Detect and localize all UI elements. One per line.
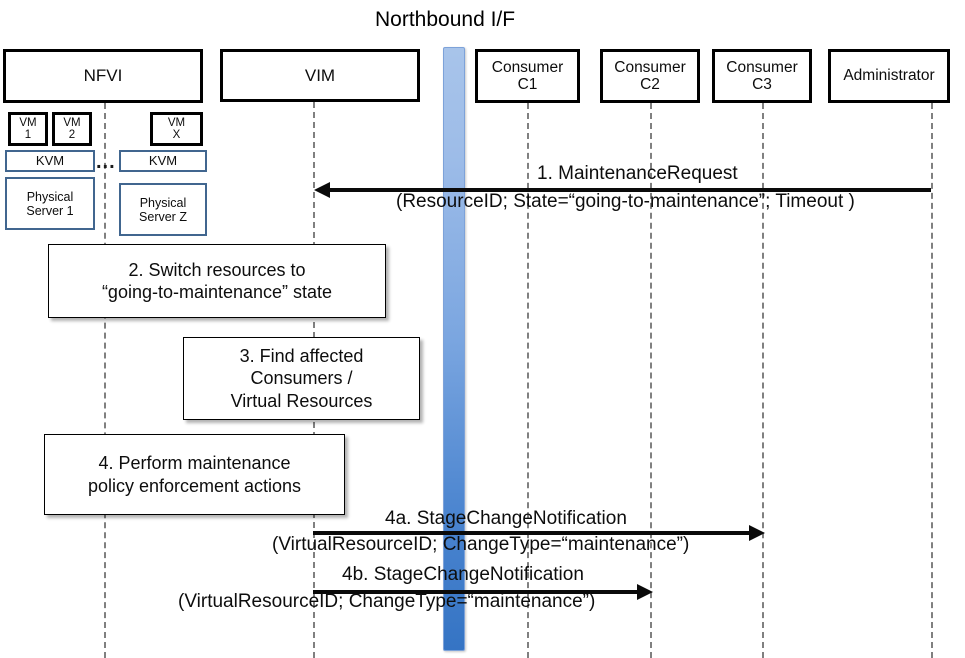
- message-1-name: 1. MaintenanceRequest: [537, 163, 738, 185]
- actor-vim-label: VIM: [304, 65, 336, 85]
- step-3-line3: Virtual Resources: [230, 390, 373, 411]
- lifeline-consumer-c2: [650, 103, 652, 658]
- step-3-line1: 3. Find affected: [239, 345, 364, 366]
- ellipsis-separator: ...: [96, 152, 116, 172]
- actor-administrator[interactable]: Administrator: [828, 49, 950, 103]
- kvm-left-box[interactable]: KVM: [5, 150, 95, 172]
- message-4a-arrow-line: [313, 531, 753, 535]
- message-1-params-text: (ResourceID; State=“going-to-maintenance…: [396, 191, 855, 212]
- vm-x-label-line1: VM: [167, 116, 186, 129]
- physical-server-1-label-line2: Server 1: [26, 203, 74, 218]
- message-4b-name-text: 4b. StageChangeNotification: [342, 564, 584, 585]
- actor-consumer-c3-label-line2: C3: [752, 76, 772, 93]
- message-1-name-text: 1. MaintenanceRequest: [537, 163, 738, 184]
- kvm-right-label: KVM: [148, 152, 178, 168]
- step-4-line2: policy enforcement actions: [87, 475, 302, 496]
- actor-consumer-c3[interactable]: Consumer C3: [712, 49, 812, 103]
- physical-server-z-label-line1: Physical: [139, 195, 187, 210]
- lifeline-consumer-c1: [527, 103, 529, 658]
- vm-2-label-line1: VM: [63, 116, 81, 129]
- actor-consumer-c1[interactable]: Consumer C1: [475, 49, 580, 103]
- actor-consumer-c2-label-line1: Consumer: [614, 58, 686, 76]
- message-4a-params-text: (VirtualResourceID; ChangeType=“maintena…: [272, 534, 690, 555]
- kvm-right-box[interactable]: KVM: [119, 150, 207, 172]
- message-4b-arrow-line: [313, 590, 641, 594]
- diagram-title: Northbound I/F: [375, 8, 516, 31]
- kvm-left-label: KVM: [35, 152, 65, 168]
- message-4a-arrow-head: [749, 525, 765, 541]
- lifeline-administrator: [931, 103, 933, 658]
- message-1-arrow-head: [314, 182, 330, 198]
- actor-nfvi-label: NFVI: [83, 66, 123, 86]
- actor-consumer-c1-label-line1: Consumer: [491, 58, 564, 76]
- physical-server-z-label-line2: Server Z: [139, 209, 187, 224]
- physical-server-z-box[interactable]: Physical Server Z: [119, 183, 207, 236]
- message-4b-params-text: (VirtualResourceID; ChangeType=“maintena…: [178, 591, 596, 612]
- message-4a-name: 4a. StageChangeNotification: [385, 508, 627, 530]
- step-4-note[interactable]: 4. Perform maintenance policy enforcemen…: [44, 434, 345, 515]
- message-4b-arrow-head: [637, 584, 653, 600]
- message-4b-name: 4b. StageChangeNotification: [342, 564, 584, 586]
- actor-consumer-c3-label-line1: Consumer: [726, 58, 798, 76]
- step-3-line2: Consumers /: [250, 368, 353, 389]
- physical-server-1-box[interactable]: Physical Server 1: [5, 177, 95, 230]
- message-1-params: (ResourceID; State=“going-to-maintenance…: [396, 191, 855, 213]
- physical-server-1-label-line1: Physical: [26, 189, 74, 204]
- actor-nfvi[interactable]: NFVI: [3, 49, 203, 103]
- vm-1-label-line1: VM: [19, 116, 37, 129]
- vm-2-box[interactable]: VM 2: [52, 112, 92, 146]
- vm-1-label-line2: 1: [24, 129, 32, 141]
- actor-vim[interactable]: VIM: [220, 49, 420, 102]
- vm-x-label-line2: X: [172, 129, 181, 141]
- vm-x-box[interactable]: VM X: [150, 112, 203, 146]
- message-1-arrow-line: [322, 188, 931, 192]
- actor-consumer-c1-label-line2: C1: [517, 76, 538, 93]
- step-2-note[interactable]: 2. Switch resources to “going-to-mainten…: [48, 244, 386, 318]
- message-4b-params: (VirtualResourceID; ChangeType=“maintena…: [178, 591, 595, 613]
- vm-1-box[interactable]: VM 1: [8, 112, 48, 146]
- ellipsis-label: ...: [96, 151, 116, 173]
- step-3-note[interactable]: 3. Find affected Consumers / Virtual Res…: [183, 337, 420, 420]
- step-2-line1: 2. Switch resources to: [128, 259, 306, 280]
- message-4a-params: (VirtualResourceID; ChangeType=“maintena…: [272, 534, 689, 556]
- lifeline-consumer-c3: [762, 103, 764, 658]
- message-4a-name-text: 4a. StageChangeNotification: [385, 508, 627, 529]
- actor-administrator-label: Administrator: [843, 67, 935, 85]
- lifeline-nfvi: [104, 103, 106, 658]
- actor-consumer-c2-label-line2: C2: [640, 76, 660, 93]
- step-4-line1: 4. Perform maintenance: [98, 453, 291, 473]
- step-2-line2: “going-to-maintenance” state: [101, 282, 333, 302]
- actor-consumer-c2[interactable]: Consumer C2: [600, 49, 700, 103]
- northbound-interface-bar: [443, 47, 465, 651]
- vm-2-label-line2: 2: [68, 129, 76, 141]
